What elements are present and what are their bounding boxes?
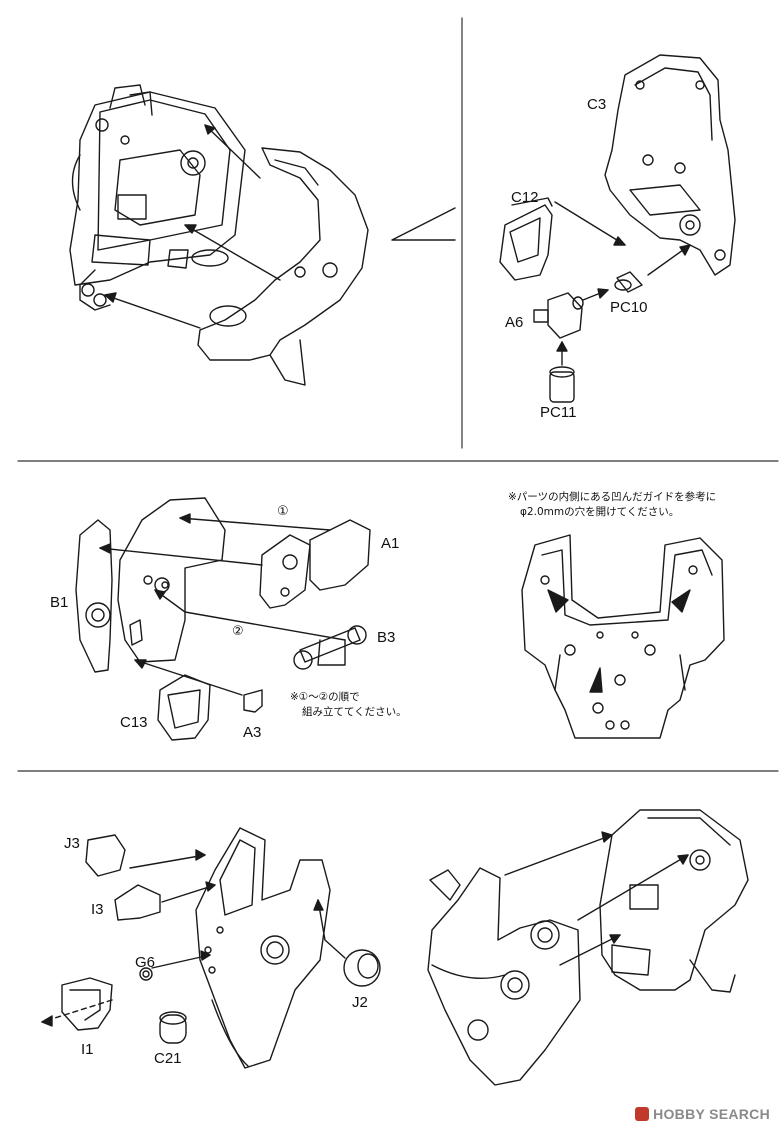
part-j3-illustration [85,834,126,877]
label-pc10: PC10 [610,299,648,316]
head-face-illustration [195,827,331,1069]
label-a1: A1 [381,535,400,552]
step-2-marker: ② [232,624,244,639]
inner-panel-illustration [117,497,226,663]
assembly-arrows-panel2 [99,513,346,696]
drill-guide-note-line-1: ※パーツの内側にある凹んだガイドを参考に [508,491,717,503]
label-c12: C12 [511,189,539,206]
label-a6: A6 [505,314,524,331]
assembly-order-note: ※①～②の順で 組み立ててください。 [290,690,407,720]
part-i3-illustration [114,884,161,921]
part-pc10-illustration [614,271,643,293]
part-c21-illustration [159,1011,187,1044]
part-b1-illustration [75,519,113,673]
assembly-order-note-line-2: 組み立ててください。 [302,706,407,718]
label-j3: J3 [64,835,80,852]
watermark-text: HOBBY SEARCH [653,1106,770,1122]
label-pc11: PC11 [540,404,577,421]
label-a3: A3 [243,724,262,741]
part-c3-illustration [604,54,736,276]
cover-shell-illustration [197,147,369,386]
part-g6-illustration [139,967,153,981]
label-i1: I1 [81,1041,94,1058]
drill-guide-illustration [521,534,725,739]
label-i3: I3 [91,901,104,918]
part-b3-illustration [293,625,367,670]
part-c13-illustration [157,674,211,741]
part-pc11-illustration [549,366,575,403]
final-assembly-illustration [427,809,749,1086]
part-a3-illustration [243,689,263,713]
label-c3: C3 [587,96,607,113]
label-b3: B3 [377,629,396,646]
assembly-arrows-panel3 [41,849,346,1027]
drill-guide-note: ※パーツの内側にある凹んだガイドを参考に φ2.0mmの穴を開けてください。 [508,490,716,520]
part-a1-illustration [259,519,371,609]
label-b1: B1 [50,594,69,611]
part-c12-illustration [499,197,553,281]
assembly-arrows-panel3-right [504,831,689,966]
assembly-arrows-panel1-right [554,201,691,366]
frame-assembly-illustration [69,84,246,311]
watermark: HOBBY SEARCH [635,1106,770,1122]
label-j2: J2 [352,994,368,1011]
hobby-search-logo-icon [635,1107,650,1121]
label-g6: G6 [135,954,156,971]
drill-guide-note-line-2: φ2.0mmの穴を開けてください。 [520,506,680,518]
part-i1-illustration [61,977,113,1031]
assembly-arrows-panel1 [104,124,281,329]
callout-pointer [391,207,456,241]
label-c13: C13 [120,714,148,731]
panel-dividers [17,17,779,772]
label-c21: C21 [154,1050,182,1067]
assembly-order-note-line-1: ※①～②の順で [290,691,360,703]
part-j2-illustration [343,949,381,987]
step-1-marker: ① [277,504,289,519]
part-a6-illustration [533,292,584,339]
